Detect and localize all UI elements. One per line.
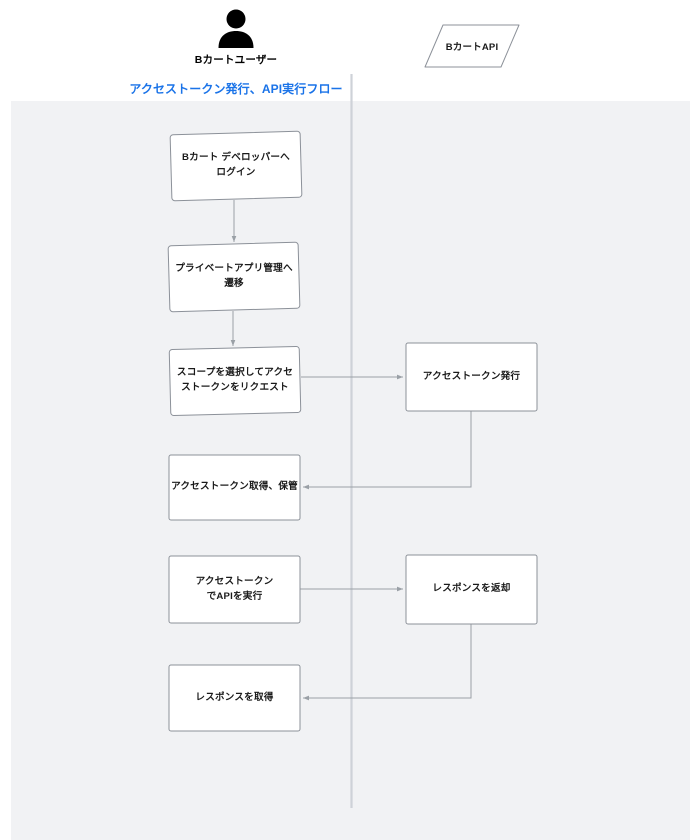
page-title: アクセストークン発行、API実行フロー — [129, 82, 343, 96]
person-icon — [218, 9, 254, 48]
api-node: BカートAPI — [423, 23, 521, 69]
api-node-label: BカートAPI — [445, 42, 499, 53]
actor-user: Bカートユーザー — [176, 8, 296, 67]
actor-user-label: Bカートユーザー — [194, 54, 278, 66]
lane-background-panel — [11, 101, 690, 840]
parallelogram-shape-icon — [424, 24, 520, 68]
